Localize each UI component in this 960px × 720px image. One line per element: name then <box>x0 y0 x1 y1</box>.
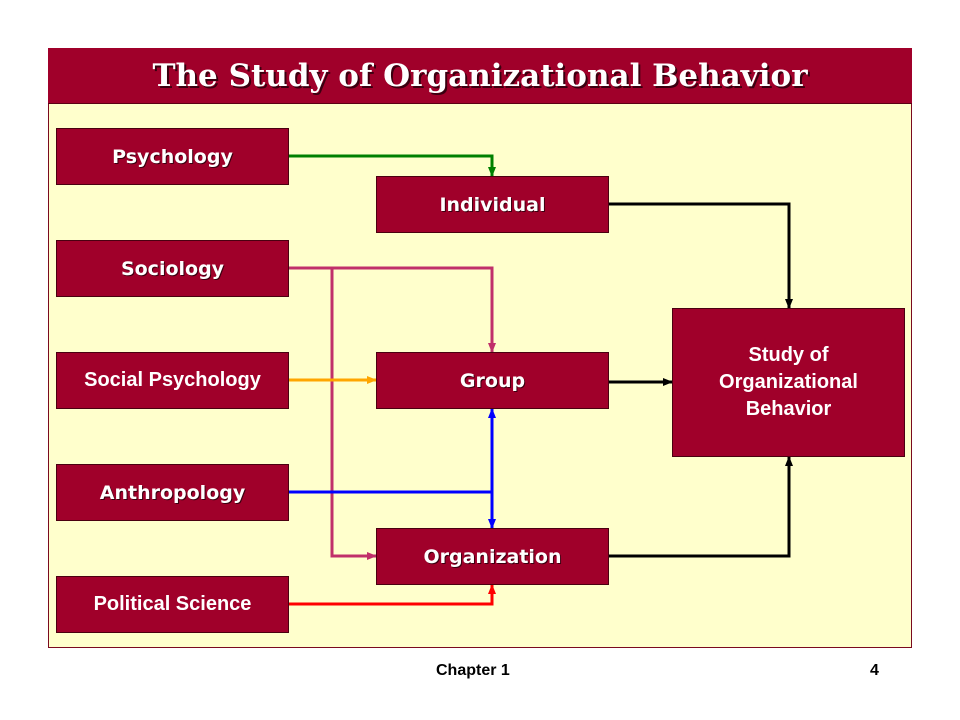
sociology-to-organization-arrow <box>330 268 377 560</box>
individual-box: Individual <box>376 176 609 233</box>
political-science-label: Political Science <box>93 593 252 615</box>
chapter-label: Chapter 1 <box>436 662 510 679</box>
sociology-to-group-arrow <box>289 266 496 353</box>
page-number: 4 <box>870 662 879 679</box>
social-psychology-label: Social Psychology <box>84 369 261 391</box>
sociology-label: Sociology <box>120 257 225 280</box>
organization-box: Organization <box>376 528 609 585</box>
page-title: The Study of Organizational Behavior <box>152 57 808 94</box>
organization-label: Organization <box>423 545 562 568</box>
anthropology-box: Anthropology <box>56 464 289 521</box>
psychology-to-individual-arrow <box>289 154 496 177</box>
group-label: Group <box>459 369 526 392</box>
social-psychology-box: Social Psychology <box>56 352 289 409</box>
individual-to-outcome-arrow <box>609 202 793 309</box>
outcome-line-1: Study of <box>748 344 829 366</box>
title-bar: The Study of Organizational Behavior <box>48 48 912 104</box>
political-science-box: Political Science <box>56 576 289 633</box>
anthropology-label: Anthropology <box>99 481 246 504</box>
psychology-label: Psychology <box>112 145 233 168</box>
psychology-box: Psychology <box>56 128 289 185</box>
outcome-line-2: Organizational <box>719 371 858 393</box>
outcome-line-3: Behavior <box>745 398 832 420</box>
study-of-ob-box: Study of Organizational Behavior <box>672 308 905 457</box>
sociology-box: Sociology <box>56 240 289 297</box>
individual-label: Individual <box>439 193 546 216</box>
political-science-to-organization-arrow <box>289 584 496 606</box>
group-box: Group <box>376 352 609 409</box>
organization-to-outcome-arrow <box>609 456 793 558</box>
